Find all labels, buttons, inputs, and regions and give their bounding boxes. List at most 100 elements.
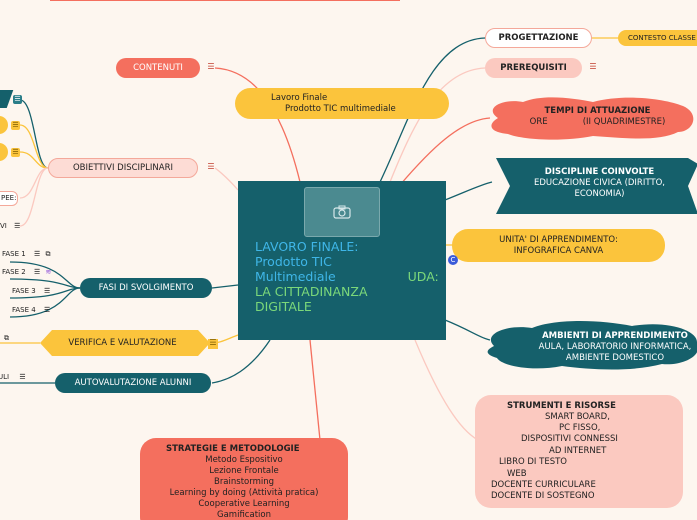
notes-icon[interactable]: ☰ bbox=[208, 338, 218, 349]
fasi-label: FASI DI SVOLGIMENTO bbox=[98, 282, 194, 293]
autovalutazione-node[interactable]: AUTOVALUTAZIONE ALUNNI bbox=[55, 373, 211, 393]
central-topic[interactable]: LAVORO FINALE: Prodotto TIC Multimediale… bbox=[238, 181, 446, 340]
strumenti-item-7: DOCENTE CURRICULARE bbox=[491, 480, 596, 490]
camera-icon bbox=[333, 205, 351, 219]
notes-icon[interactable]: ☰ bbox=[33, 250, 41, 258]
notes-icon[interactable]: ☰ bbox=[589, 62, 597, 71]
fase-1-item[interactable]: FASE 1 ☰ ⧉ bbox=[2, 249, 50, 260]
contenuti-label: CONTENUTI bbox=[133, 62, 183, 73]
fase-2-label: FASE 2 bbox=[2, 268, 26, 276]
notes-icon[interactable]: ☰ bbox=[207, 62, 215, 71]
link-ambienti bbox=[444, 319, 491, 341]
central-subtitle-2: DIGITALE bbox=[255, 299, 312, 314]
notes-icon[interactable]: ☰ bbox=[13, 95, 22, 104]
central-subtitle-1: LA CITTADINANZA bbox=[255, 284, 368, 299]
strumenti-item-4: AD INTERNET bbox=[549, 446, 607, 456]
obiettivi-label: OBIETTIVI DISCIPLINARI bbox=[72, 162, 173, 173]
verifica-hex-shape[interactable] bbox=[40, 330, 210, 356]
autovalutazione-label: AUTOVALUTAZIONE ALUNNI bbox=[74, 377, 192, 388]
strategie-item-3: Brainstorming bbox=[213, 477, 274, 487]
link-tempi bbox=[399, 117, 491, 186]
ambienti-text-2: AMBIENTE DOMESTICO bbox=[565, 353, 665, 363]
obiettivi-child-5[interactable]: VI ☰ bbox=[0, 221, 24, 233]
tempi-cloud-shape[interactable] bbox=[483, 96, 697, 140]
tempi-node[interactable]: TEMPI DI ATTUAZIONE ORE (II QUADRIMESTRE… bbox=[500, 106, 695, 128]
notes-icon[interactable]: ☰ bbox=[207, 162, 215, 171]
discipline-title: DISCIPLINE COINVOLTE bbox=[544, 167, 655, 177]
link-obiettivi-child2 bbox=[19, 124, 49, 169]
fase-3-item[interactable]: FASE 3 ☰ bbox=[12, 286, 50, 297]
link-icon[interactable]: ⧉ bbox=[45, 250, 51, 258]
fasi-node[interactable]: FASI DI SVOLGIMENTO bbox=[80, 278, 212, 298]
lavoro-text-1: Lavoro Finale bbox=[271, 93, 328, 103]
unita-node[interactable]: UNITA' DI APPRENDIMENTO: INFOGRAFICA CAN… bbox=[452, 229, 665, 262]
strategie-item-2: Lezione Frontale bbox=[209, 466, 279, 476]
ambienti-node[interactable]: AMBIENTI DI APPRENDIMENTO AULA, LABORATO… bbox=[530, 331, 697, 364]
notes-icon[interactable]: ☰ bbox=[43, 306, 51, 314]
progettazione-label: PROGETTAZIONE bbox=[498, 32, 579, 43]
discipline-node[interactable]: DISCIPLINE COINVOLTE EDUCAZIONE CIVICA (… bbox=[512, 167, 687, 200]
link-fase-4 bbox=[9, 287, 81, 318]
contesto-label: CONTESTO CLASSE bbox=[628, 33, 696, 42]
central-title-3: Multimediale bbox=[255, 269, 336, 284]
notes-icon[interactable]: ☰ bbox=[11, 121, 20, 130]
unita-text-2: INFOGRAFICA CANVA bbox=[513, 245, 604, 256]
discipline-cloud-shape[interactable] bbox=[488, 154, 697, 218]
ambienti-text-1: AULA, LABORATORIO INFORMATICA, bbox=[538, 342, 692, 352]
central-uda-label: UDA: bbox=[407, 269, 439, 284]
fase-1-label: FASE 1 bbox=[2, 250, 26, 258]
progettazione-node[interactable]: PROGETTAZIONE bbox=[485, 28, 592, 48]
link-obiettivi-child4 bbox=[19, 167, 49, 199]
link-autovalutazione bbox=[211, 339, 271, 384]
link-discipline bbox=[444, 181, 493, 201]
strategie-item-4: Learning by doing (Attività pratica) bbox=[169, 488, 319, 498]
ambienti-cloud-shape[interactable] bbox=[482, 320, 697, 372]
link-obiettivi-child1 bbox=[19, 99, 49, 169]
fase-2-item[interactable]: FASE 2 ☰ ≋ bbox=[2, 267, 51, 278]
fase-4-label: FASE 4 bbox=[12, 306, 36, 314]
verifica-node[interactable]: VERIFICA E VALUTAZIONE bbox=[40, 338, 205, 349]
strumenti-item-6: WEB bbox=[507, 469, 527, 479]
image-placeholder[interactable] bbox=[304, 187, 380, 237]
notes-icon[interactable]: ☰ bbox=[43, 287, 51, 295]
notes-icon[interactable]: ☰ bbox=[14, 222, 21, 230]
strumenti-item-8: DOCENTE DI SOSTEGNO bbox=[491, 491, 595, 501]
link-contenuti bbox=[214, 67, 301, 183]
strumenti-item-1: SMART BOARD, bbox=[545, 412, 610, 422]
fase-3-label: FASE 3 bbox=[12, 287, 36, 295]
link-prerequisiti bbox=[389, 67, 486, 183]
obiettivi-child-4-label: PEE: bbox=[1, 194, 17, 202]
obiettivi-child-2[interactable] bbox=[0, 116, 8, 134]
link-icon[interactable]: ⧉ bbox=[4, 334, 9, 342]
obiettivi-child-3[interactable] bbox=[0, 143, 8, 161]
link-strategie bbox=[309, 339, 321, 441]
discipline-text-2: ECONOMIA) bbox=[574, 189, 625, 199]
canva-icon[interactable]: C bbox=[448, 255, 458, 265]
prerequisiti-node[interactable]: PREREQUISITI bbox=[485, 58, 582, 78]
obiettivi-child-4[interactable]: PEE: bbox=[0, 191, 18, 206]
strumenti-item-2: PC FISSO, bbox=[559, 423, 601, 433]
notes-icon[interactable]: ☰ bbox=[11, 148, 20, 157]
strumenti-node[interactable]: STRUMENTI E RISORSE SMART BOARD, PC FISS… bbox=[475, 395, 683, 508]
attachment-icon[interactable]: ≋ bbox=[45, 268, 52, 276]
contenuti-node[interactable]: CONTENUTI bbox=[116, 58, 200, 78]
tempi-text: ORE (II QUADRIMESTRE) bbox=[529, 117, 666, 127]
fase-4-item[interactable]: FASE 4 ☰ bbox=[12, 305, 50, 316]
lavoro-finale-node[interactable]: Lavoro Finale Prodotto TIC multimediale bbox=[235, 88, 449, 119]
notes-icon[interactable]: ☰ bbox=[33, 268, 41, 276]
notes-icon[interactable]: ☰ bbox=[19, 373, 26, 381]
central-title-1: LAVORO FINALE: bbox=[255, 239, 359, 254]
strumenti-item-5: LIBRO DI TESTO bbox=[499, 457, 567, 467]
strumenti-title: STRUMENTI E RISORSE bbox=[507, 401, 616, 411]
link-obiettivi bbox=[214, 167, 239, 191]
strategie-node[interactable]: STRATEGIE E METODOLOGIE Metodo Espositiv… bbox=[140, 438, 348, 520]
link-fasi bbox=[211, 284, 239, 289]
link-strumenti bbox=[414, 339, 479, 441]
obiettivi-child-5-label: VI bbox=[0, 222, 7, 230]
contesto-node[interactable]: CONTESTO CLASSE bbox=[618, 30, 697, 46]
obiettivi-node[interactable]: OBIETTIVI DISCIPLINARI bbox=[48, 158, 198, 178]
autovalutazione-child[interactable]: ULI ☰ bbox=[0, 372, 26, 383]
strumenti-item-3: DISPOSITIVI CONNESSI bbox=[521, 434, 618, 444]
